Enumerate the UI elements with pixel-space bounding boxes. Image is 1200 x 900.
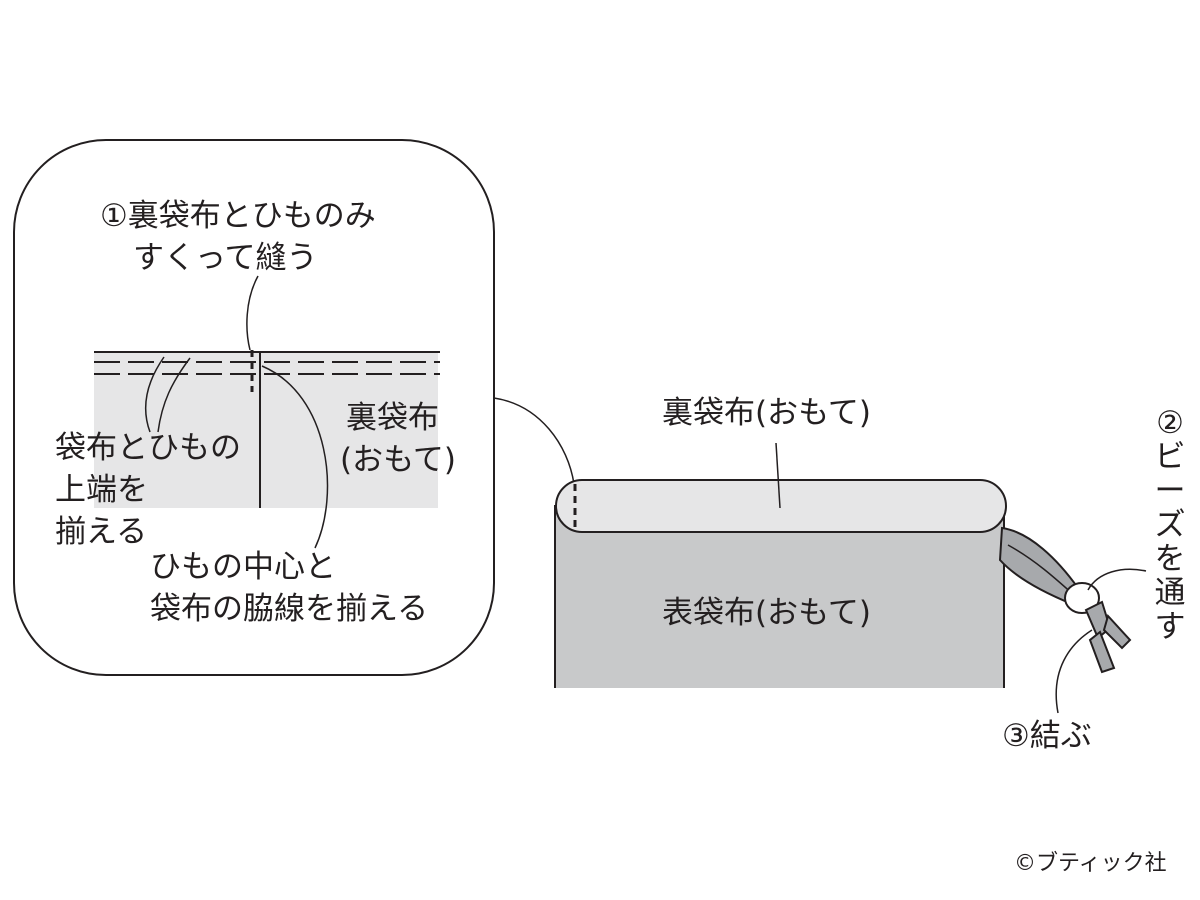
step2-char-5: 通 bbox=[1154, 575, 1186, 611]
step2-char-2: ー bbox=[1154, 473, 1186, 509]
outer-fabric-label: 表袋布(おもて) bbox=[662, 595, 871, 631]
copyright-text: ©ブティック社 bbox=[1014, 851, 1167, 876]
align-center-label-line2: 袋布の脇線を揃える bbox=[150, 591, 429, 627]
leader-align-edges-1 bbox=[144, 356, 165, 433]
step2-char-1: ビ bbox=[1154, 439, 1186, 475]
step1-label-line2: すくって縫う bbox=[133, 240, 318, 276]
lining-fabric-label: 裏袋布(おもて) bbox=[662, 395, 871, 431]
step2-number: ② bbox=[1156, 405, 1184, 441]
leader-step3 bbox=[1055, 629, 1093, 714]
string-tail-1 bbox=[1088, 630, 1116, 674]
inset-lining-label-line2: (おもて) bbox=[340, 442, 456, 478]
string-tail-2 bbox=[1102, 614, 1132, 650]
leader-step2 bbox=[1087, 568, 1147, 591]
outer-fabric bbox=[555, 505, 1004, 688]
lining-band bbox=[555, 479, 1007, 533]
leader-step1 bbox=[246, 275, 259, 351]
inset-fabric bbox=[94, 352, 438, 508]
lining-leader bbox=[775, 442, 781, 509]
step1-label-line1: ①裏袋布とひものみ bbox=[100, 198, 376, 234]
leader-align-edges-2 bbox=[157, 357, 191, 433]
align-edges-label-line3: 揃える bbox=[55, 514, 148, 550]
step2-char-6: す bbox=[1154, 609, 1186, 645]
inset-lining-label-line1: 裏袋布 bbox=[346, 400, 439, 436]
step2-label: ② ビ ー ズ を 通 す bbox=[1152, 406, 1188, 644]
connector-line bbox=[493, 397, 575, 485]
step3-label: ③結ぶ bbox=[1002, 718, 1092, 754]
step2-char-3: ズ bbox=[1154, 507, 1186, 543]
align-edges-label-line2: 上端を bbox=[55, 472, 148, 508]
align-center-label-line1: ひもの中心と bbox=[150, 549, 336, 585]
align-edges-label-line1: 袋布とひもの bbox=[55, 430, 241, 466]
leader-align-center bbox=[261, 365, 329, 549]
bead bbox=[1064, 582, 1100, 614]
step2-char-4: を bbox=[1154, 541, 1186, 577]
